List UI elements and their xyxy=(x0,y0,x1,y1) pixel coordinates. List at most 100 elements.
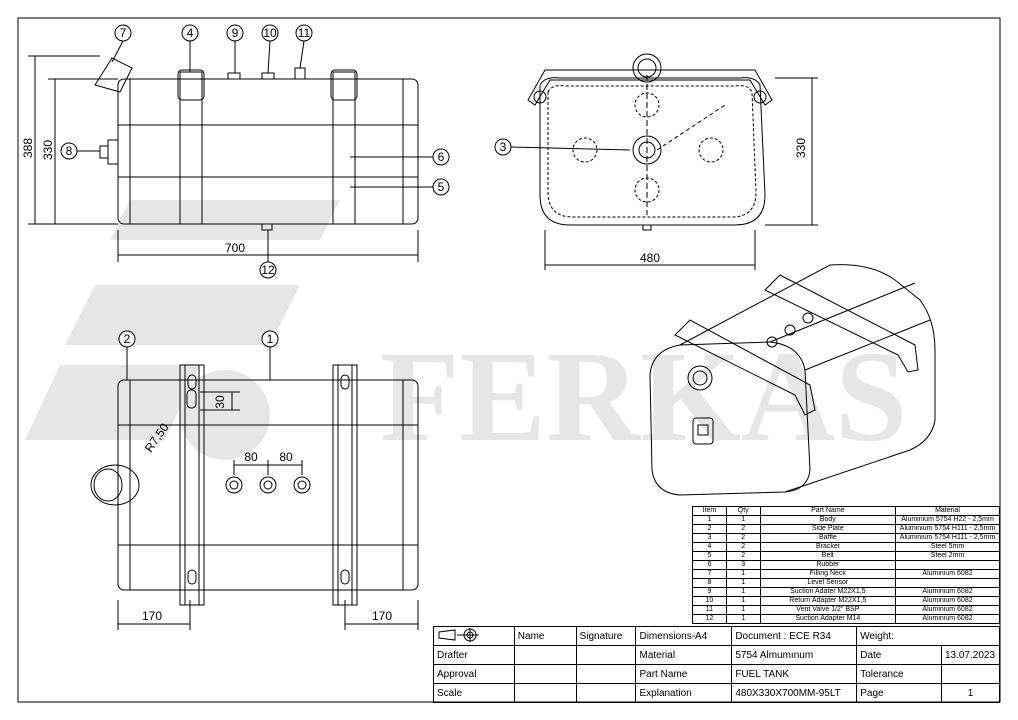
item-cell: 2 xyxy=(692,524,727,534)
drafter-name xyxy=(513,645,577,665)
projection-symbol-cell xyxy=(433,626,515,646)
qty-cell: 3 xyxy=(725,560,761,570)
isometric-view xyxy=(649,264,936,496)
callout-3: 3 xyxy=(500,140,507,154)
scale-name xyxy=(513,683,577,703)
dim-height-330-right: 330 xyxy=(794,138,808,158)
signature-label: Signature xyxy=(575,626,637,646)
approval-signature xyxy=(575,664,637,684)
name-label: Name xyxy=(513,626,577,646)
part-name-value: FUEL TANK xyxy=(731,664,858,684)
callout-9: 9 xyxy=(232,26,239,40)
callout-12: 12 xyxy=(261,263,275,277)
qty-cell: 1 xyxy=(725,578,761,588)
callout-numbers: 1 2 3 4 5 6 7 8 9 10 11 12 xyxy=(66,26,507,346)
top-view xyxy=(90,364,419,630)
dimensions-value: Dimensions-A4 xyxy=(635,626,733,646)
page-label: Page xyxy=(856,683,942,703)
callout-2: 2 xyxy=(124,332,131,346)
scale-label: Scale xyxy=(433,683,515,703)
part-name-cell: Side Plate xyxy=(759,524,897,534)
dim-width-480: 480 xyxy=(640,251,660,265)
dim-edge-170-left: 170 xyxy=(142,609,162,623)
callout-7: 7 xyxy=(120,26,127,40)
qty-cell: 2 xyxy=(725,542,761,552)
front-view xyxy=(527,53,818,270)
document-value: Document : ECE R34 xyxy=(731,626,858,646)
header-part-name: Part Name xyxy=(759,506,897,516)
qty-cell: 2 xyxy=(725,551,761,561)
tolerance-value xyxy=(940,664,1001,684)
page-value: 1 xyxy=(940,683,1001,703)
part-name-cell: Rubber xyxy=(759,560,897,570)
material-cell: Steel 2mm xyxy=(895,551,1000,561)
part-name-cell: Level Sensor xyxy=(759,578,897,588)
parts-list-header: Item Qty Part Name Material xyxy=(692,506,1000,516)
dim-height-330-left: 330 xyxy=(41,140,55,160)
material-cell: Aluminium 6082 xyxy=(895,605,1000,615)
part-name-label: Part Name xyxy=(635,664,733,684)
material-cell: Aluminium 5754 H111 - 2,5mm xyxy=(895,533,1000,543)
qty-cell: 1 xyxy=(725,515,761,525)
material-cell: Aluminium 6082 xyxy=(895,569,1000,579)
part-name-cell: Return Adapter M22X1,5 xyxy=(759,596,897,606)
tolerance-label: Tolerance xyxy=(856,664,942,684)
callout-leaders xyxy=(77,40,631,380)
explanation-value: 480X330X700MM-95LT xyxy=(731,683,858,703)
item-cell: 12 xyxy=(692,614,727,624)
dim-height-388: 388 xyxy=(21,138,35,158)
part-name-cell: Vent Valve 1/2" BSP xyxy=(759,605,897,615)
callout-4: 4 xyxy=(187,26,194,40)
item-cell: 5 xyxy=(692,551,727,561)
item-cell: 1 xyxy=(692,515,727,525)
material-cell: Steel 5mm xyxy=(895,542,1000,552)
item-cell: 3 xyxy=(692,533,727,543)
side-view xyxy=(28,55,419,262)
qty-cell: 1 xyxy=(725,587,761,597)
watermark-logo xyxy=(25,200,340,460)
callout-10: 10 xyxy=(263,26,277,40)
material-label: Material xyxy=(635,645,733,665)
part-name-cell: Body xyxy=(759,515,897,525)
material-cell: Aluminium 5754 H111 - 2,5mm xyxy=(895,524,1000,534)
qty-cell: 1 xyxy=(725,569,761,579)
header-item: Item xyxy=(692,506,727,516)
callout-1: 1 xyxy=(267,332,274,346)
qty-cell: 2 xyxy=(725,533,761,543)
title-block: Name Signature Dimensions-A4 Document : … xyxy=(433,626,1001,703)
part-name-cell: Suction Adater M22X1,5 xyxy=(759,587,897,597)
item-cell: 9 xyxy=(692,587,727,597)
dim-spacing-80-b: 80 xyxy=(279,450,293,464)
callout-5: 5 xyxy=(438,180,445,194)
callout-6: 6 xyxy=(438,150,445,164)
dim-length-700: 700 xyxy=(225,241,245,255)
item-cell: 7 xyxy=(692,569,727,579)
dim-spacing-80-a: 80 xyxy=(244,450,258,464)
material-cell: Aluminium 6082 xyxy=(895,614,1000,624)
approval-name xyxy=(513,664,577,684)
item-cell: 6 xyxy=(692,560,727,570)
part-name-cell: Filling Neck xyxy=(759,569,897,579)
material-cell: Aluminium 5754 H22 - 2,5mm xyxy=(895,515,1000,525)
approval-label: Approval xyxy=(433,664,515,684)
material-cell: Aluminium 6082 xyxy=(895,587,1000,597)
material-cell: Aluminium 6082 xyxy=(895,596,1000,606)
qty-cell: 1 xyxy=(725,596,761,606)
material-value: 5754 Almumınum xyxy=(731,645,858,665)
qty-cell: 1 xyxy=(725,605,761,615)
header-qty: Qty xyxy=(725,506,761,516)
qty-cell: 1 xyxy=(725,614,761,624)
